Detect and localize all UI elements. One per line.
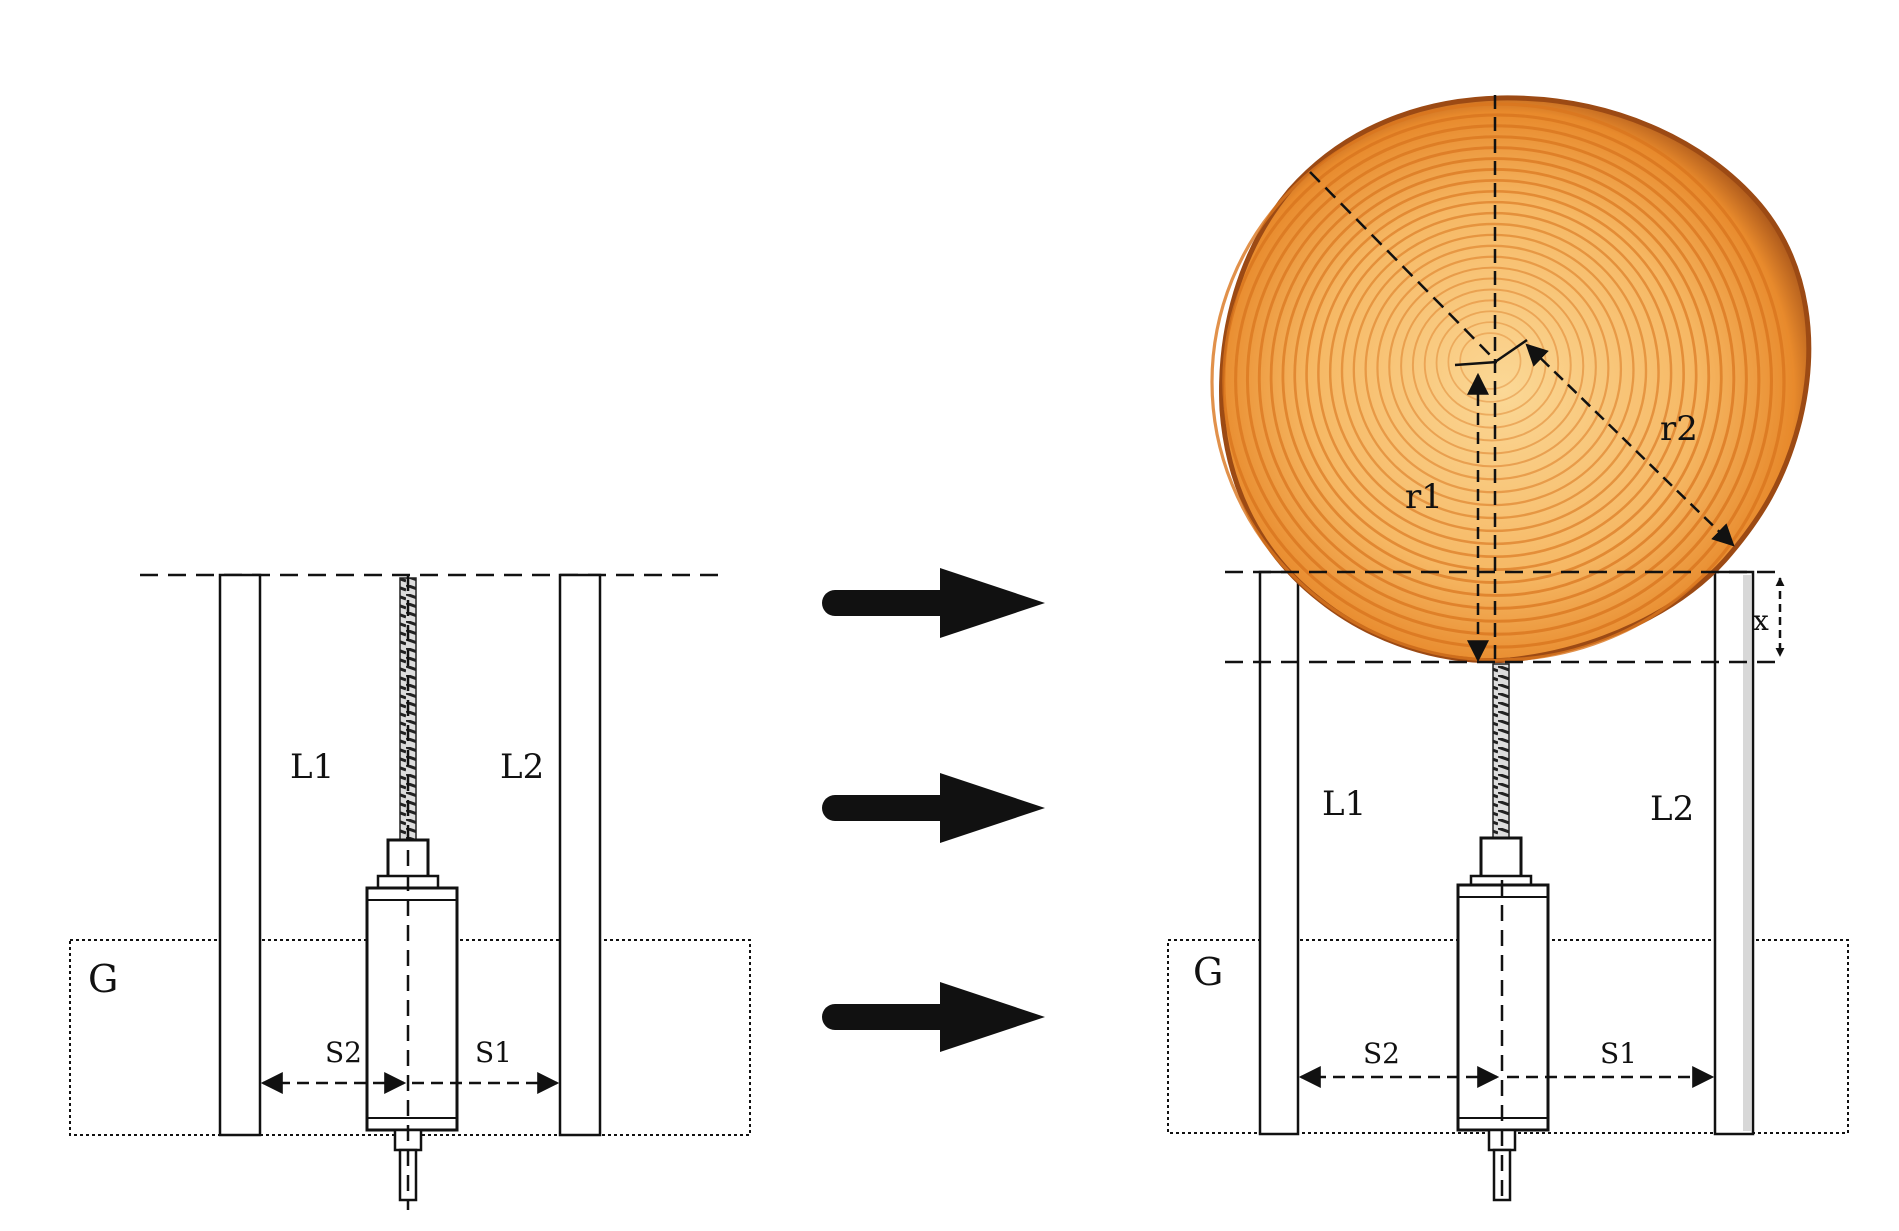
left-diagram: L1 L2 G S2 S1: [69, 573, 751, 1210]
label-l2: L2: [1650, 789, 1694, 829]
label-r1: r1: [1405, 477, 1443, 517]
transition-arrows: [822, 568, 1045, 1052]
support-l1: [218, 573, 262, 1137]
arrow-right-icon: [822, 982, 1045, 1052]
label-s2: S2: [325, 1036, 362, 1069]
label-l1: L1: [1322, 784, 1366, 824]
sensor-pin: [1492, 1148, 1512, 1202]
label-l2: L2: [500, 747, 544, 787]
sensor-screw: [1492, 663, 1510, 841]
support-l1: [1258, 570, 1300, 1136]
label-s1: S1: [1600, 1037, 1637, 1070]
center-mark: [1454, 360, 1498, 367]
label-g: G: [1193, 950, 1223, 994]
label-x: x: [1753, 604, 1769, 637]
displacement-sensor: [365, 575, 459, 1210]
sensor-nut: [1479, 836, 1523, 882]
displacement-sensor: [1456, 663, 1550, 1205]
sensor-body: [365, 886, 459, 1132]
growth-ring: [1222, 113, 1774, 649]
arrow-right-icon: [822, 568, 1045, 638]
support-l2-shadow: [1743, 575, 1751, 1131]
right-diagram: L1 L2 G S2 S1 r1 r2 x: [1167, 95, 1849, 1205]
growth-ring: [1459, 332, 1522, 390]
growth-ring: [1210, 102, 1786, 662]
radius-r2-arrow: [1525, 343, 1735, 547]
label-g: G: [88, 957, 118, 1001]
label-s2: S2: [1363, 1037, 1400, 1070]
support-l2: [558, 573, 602, 1137]
growth-ring: [1234, 124, 1761, 636]
center-mark: [1494, 338, 1528, 364]
label-l1: L1: [290, 747, 334, 787]
label-r2: r2: [1660, 409, 1698, 449]
arrow-right-icon: [822, 773, 1045, 843]
growth-ring: [1245, 135, 1748, 623]
label-s1: S1: [475, 1036, 512, 1069]
